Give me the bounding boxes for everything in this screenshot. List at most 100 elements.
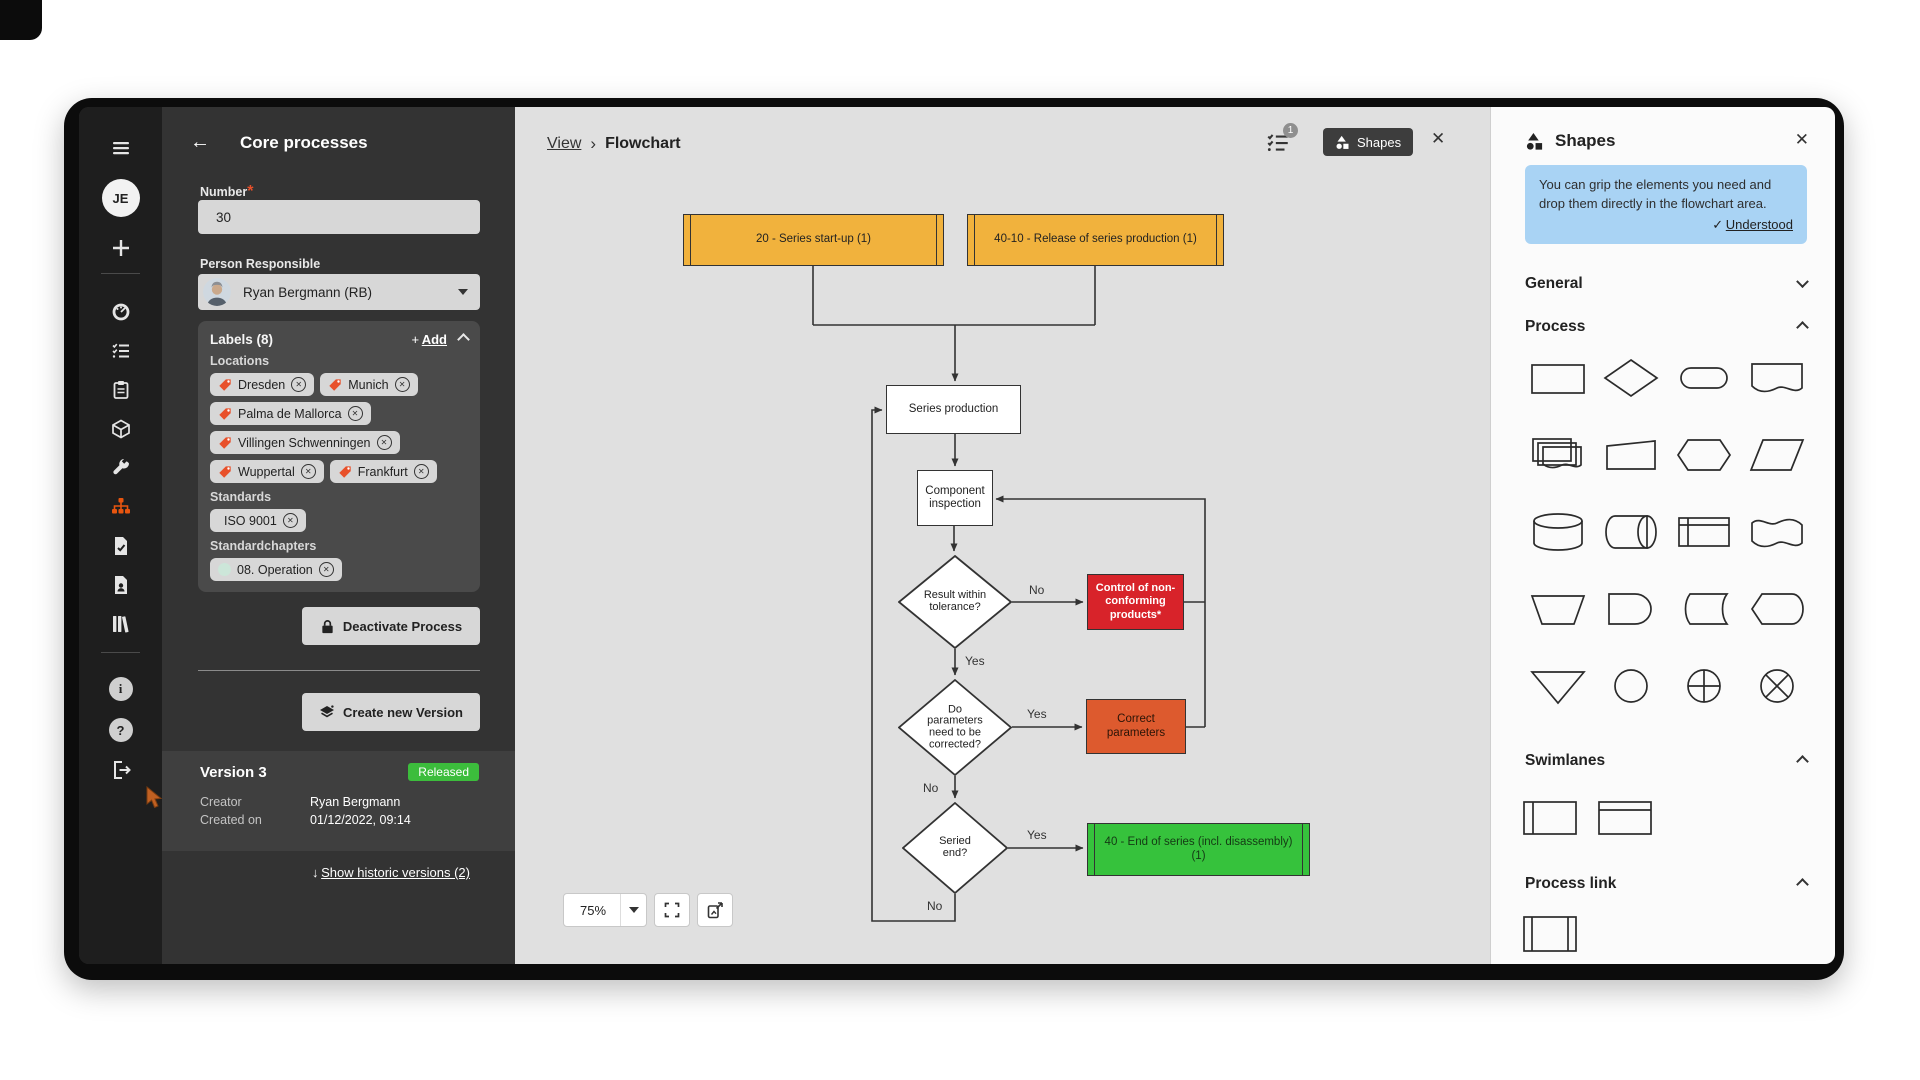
remove-tag-icon[interactable]: ✕: [347, 406, 363, 421]
number-input[interactable]: [198, 200, 480, 234]
flow-node-decision[interactable]: Seried end?: [901, 801, 1009, 895]
creator-label: Creator: [200, 795, 242, 809]
export-image-button[interactable]: [697, 893, 734, 927]
shape-parallelogram[interactable]: [1748, 434, 1806, 474]
understood-link[interactable]: ✓ Understood: [1712, 216, 1793, 232]
section-general[interactable]: General: [1525, 274, 1809, 293]
close-icon[interactable]: ✕: [1431, 129, 1446, 148]
shape-card[interactable]: [1602, 434, 1660, 474]
shape-stored-data[interactable]: [1675, 588, 1733, 628]
show-historic-versions-link[interactable]: ↓ Show historic versions (2): [312, 865, 470, 880]
label-tag[interactable]: Palma de Mallorca✕: [210, 402, 371, 425]
document-person-icon[interactable]: [79, 574, 162, 596]
tag-icon: [339, 465, 351, 478]
remove-tag-icon[interactable]: ✕: [282, 513, 298, 528]
shapes-toggle-button[interactable]: Shapes: [1323, 128, 1414, 156]
dashboard-icon[interactable]: [79, 301, 162, 323]
label-tag[interactable]: 08. Operation✕: [210, 558, 342, 581]
flow-node-subprocess[interactable]: 40 - End of series (incl. disassembly) (…: [1087, 823, 1310, 876]
flow-node-subprocess[interactable]: 20 - Series start-up (1): [683, 214, 944, 266]
label-tag[interactable]: Dresden✕: [210, 373, 315, 396]
flow-node-process[interactable]: Correct parameters: [1086, 699, 1186, 754]
section-process[interactable]: Process: [1525, 318, 1809, 336]
shape-vertical-swimlane[interactable]: [1521, 797, 1579, 837]
user-avatar[interactable]: JE: [79, 179, 162, 217]
shape-process-link[interactable]: [1521, 913, 1579, 953]
org-chart-icon[interactable]: [79, 496, 162, 518]
shape-preparation-hexagon[interactable]: [1675, 434, 1733, 474]
shape-decision-diamond[interactable]: [1602, 357, 1660, 398]
shape-summing-junction[interactable]: [1748, 665, 1806, 705]
tasks-checklist-icon[interactable]: [79, 340, 162, 362]
document-check-icon[interactable]: [79, 535, 162, 557]
flow-node-process[interactable]: Series production: [886, 385, 1021, 434]
process-detail-panel: ← Core processes Number* Person Responsi…: [162, 107, 515, 964]
shape-document[interactable]: [1748, 357, 1806, 397]
section-swimlanes[interactable]: Swimlanes: [1525, 752, 1809, 770]
created-on-label: Created on: [200, 813, 262, 827]
zoom-dropdown-button[interactable]: [620, 894, 646, 926]
remove-tag-icon[interactable]: ✕: [300, 464, 316, 479]
deactivate-process-button[interactable]: Deactivate Process: [302, 607, 480, 645]
section-process-link[interactable]: Process link: [1525, 875, 1809, 893]
chevron-up-icon[interactable]: [457, 333, 470, 346]
add-label-button[interactable]: + Add: [411, 332, 447, 347]
package-icon[interactable]: [79, 418, 162, 440]
shape-database-cylinder[interactable]: [1529, 511, 1587, 551]
close-icon[interactable]: ✕: [1794, 130, 1809, 149]
shape-manual-operation[interactable]: [1529, 588, 1587, 628]
remove-tag-icon[interactable]: ✕: [291, 377, 307, 392]
page-title: Core processes: [240, 133, 368, 152]
remove-tag-icon[interactable]: ✕: [318, 562, 334, 577]
process-shape-grid: [1521, 357, 1813, 705]
flow-node-decision[interactable]: Result within tolerance?: [897, 554, 1013, 650]
shape-display[interactable]: [1748, 588, 1806, 628]
flow-node-decision[interactable]: Do parameters need to be corrected?: [897, 678, 1013, 777]
device-frame: JE i: [64, 98, 1844, 980]
remove-tag-icon[interactable]: ✕: [376, 435, 392, 450]
shape-or-junction[interactable]: [1675, 665, 1733, 705]
shape-rectangle[interactable]: [1529, 357, 1587, 397]
flow-node-process[interactable]: Component inspection: [917, 470, 993, 526]
shape-merge-triangle[interactable]: [1529, 665, 1587, 705]
library-books-icon[interactable]: [79, 613, 162, 635]
create-new-version-button[interactable]: Create new Version: [302, 693, 480, 731]
add-icon[interactable]: [79, 237, 162, 259]
zoom-level-select[interactable]: 75%: [563, 893, 648, 927]
label-tag[interactable]: Munich✕: [320, 373, 418, 396]
icon-sidebar: JE i: [79, 107, 162, 964]
label-tag[interactable]: Wuppertal✕: [210, 460, 324, 483]
shape-connector-circle[interactable]: [1602, 665, 1660, 705]
clipboard-icon[interactable]: [79, 379, 162, 401]
logout-icon[interactable]: [79, 759, 162, 781]
shape-internal-storage[interactable]: [1675, 511, 1733, 551]
label-tag[interactable]: Villingen Schwenningen✕: [210, 431, 400, 454]
flowchart-canvas: View › Flowchart 1 Shapes ✕: [515, 107, 1490, 964]
creator-value: Ryan Bergmann: [310, 795, 401, 809]
shape-tape[interactable]: [1748, 511, 1806, 551]
back-arrow-icon[interactable]: ←: [190, 131, 210, 153]
hamburger-menu-icon[interactable]: [79, 137, 162, 159]
label-tag[interactable]: ISO 9001✕: [210, 509, 306, 532]
shape-delay[interactable]: [1602, 588, 1660, 628]
help-icon[interactable]: ?: [79, 718, 162, 742]
swimlane-shape-row: [1521, 797, 1654, 837]
info-icon[interactable]: i: [79, 677, 162, 701]
edge-label: No: [927, 899, 943, 913]
breadcrumb-view-link[interactable]: View: [547, 135, 582, 152]
remove-tag-icon[interactable]: ✕: [413, 464, 429, 479]
fullscreen-button[interactable]: [654, 893, 691, 927]
label-tag[interactable]: Frankfurt✕: [329, 460, 437, 483]
wrench-icon[interactable]: [79, 457, 162, 479]
flowchart-connectors: [812, 266, 1206, 922]
person-responsible-select[interactable]: Ryan Bergmann (RB): [198, 274, 480, 310]
shape-direct-access-storage[interactable]: [1602, 511, 1660, 551]
flow-node-subprocess[interactable]: 40-10 - Release of series production (1): [967, 214, 1224, 266]
flow-node-process[interactable]: Control of non-conforming products*: [1087, 574, 1184, 630]
checklist-panel-toggle[interactable]: 1: [1265, 123, 1298, 160]
remove-tag-icon[interactable]: ✕: [394, 377, 410, 392]
shape-multi-document[interactable]: [1529, 434, 1587, 474]
shape-horizontal-swimlane[interactable]: [1596, 797, 1654, 837]
breadcrumb-current: Flowchart: [605, 135, 681, 152]
shape-terminator[interactable]: [1675, 357, 1733, 397]
